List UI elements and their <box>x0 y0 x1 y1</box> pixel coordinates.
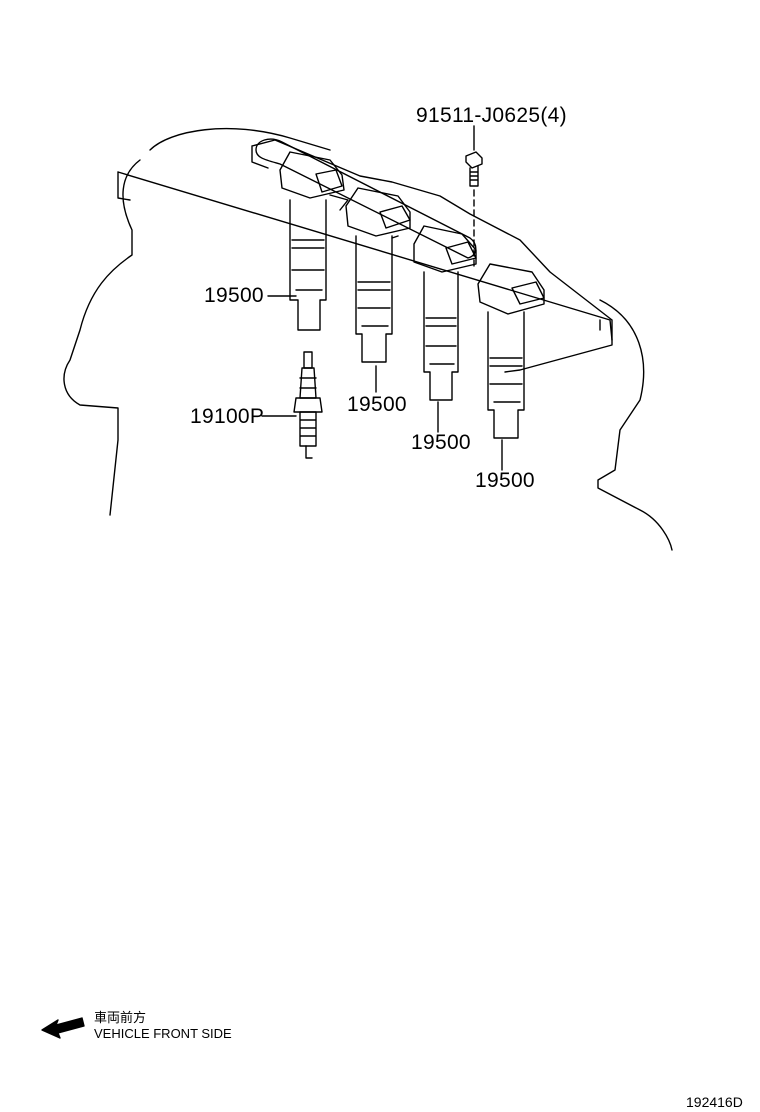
coil-4-head <box>477 263 545 315</box>
coil-2-body <box>355 235 393 363</box>
cylinder-head-cover <box>251 139 613 373</box>
callout-coil-2-part-number: 19500 <box>347 393 407 416</box>
spark-plug-insulator <box>299 367 317 399</box>
direction-label-japanese: 車両前方 <box>94 1010 147 1025</box>
coil-4-body <box>487 311 525 439</box>
coil-4-connector <box>511 281 545 305</box>
left-arrow-icon <box>41 1017 85 1039</box>
coil-2-connector <box>379 205 411 229</box>
coil-1-bands <box>291 239 325 291</box>
bolt-shank <box>469 165 479 187</box>
spark-plug <box>293 351 323 459</box>
coil-1-connector <box>315 169 343 193</box>
figure-reference-number: 192416D <box>686 1094 743 1110</box>
spark-plug-tip <box>303 351 313 369</box>
bolt-head <box>465 151 483 169</box>
spark-plug-electrode <box>305 445 313 459</box>
coil-2-head <box>345 187 411 237</box>
callout-bolt-part-number: 91511-J0625(4) <box>416 104 567 127</box>
callout-coil-1-part-number: 19500 <box>204 284 264 307</box>
coil-3-body <box>423 271 459 401</box>
coil-1-body <box>289 199 327 331</box>
ignition-coil-3 <box>413 225 477 401</box>
engine-outline <box>63 127 673 551</box>
coil-3-head <box>413 225 477 273</box>
callout-coil-4-part-number: 19500 <box>475 469 535 492</box>
coil-2-bands <box>357 281 391 327</box>
coil-4-bands <box>489 357 523 403</box>
mounting-bolt <box>465 151 483 271</box>
coil-bracket-rail <box>255 138 477 259</box>
direction-label-english: VEHICLE FRONT SIDE <box>94 1026 232 1041</box>
coil-3-bands <box>425 317 457 365</box>
coil-3-connector <box>445 241 477 265</box>
spark-plug-hex <box>293 397 323 413</box>
callout-spark-plug-part-number: 19100P <box>190 405 265 428</box>
spark-plug-thread <box>299 411 317 447</box>
ignition-coil-1 <box>279 151 345 331</box>
ignition-coil-2 <box>345 187 411 363</box>
callout-coil-3-part-number: 19500 <box>411 431 471 454</box>
ignition-coil-4 <box>477 263 545 439</box>
coil-1-head <box>279 151 345 199</box>
